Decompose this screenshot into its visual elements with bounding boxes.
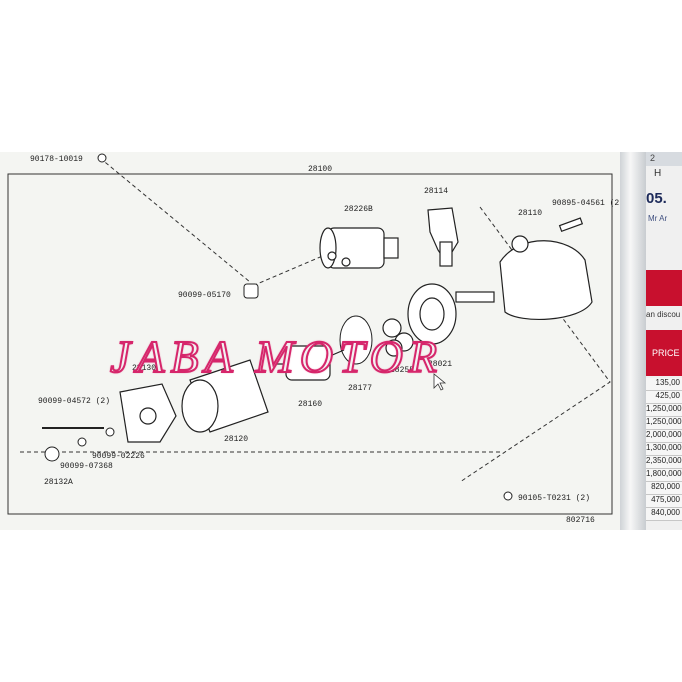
diagram-frame bbox=[7, 173, 613, 515]
figure-number: 802716 bbox=[566, 516, 595, 525]
sheet-tab[interactable]: 2 bbox=[646, 152, 682, 166]
red-band bbox=[646, 270, 682, 306]
part-label: 28021 bbox=[428, 360, 452, 369]
solenoid-part bbox=[319, 227, 399, 269]
part-label: 90105-T0231 (2) bbox=[518, 494, 590, 503]
cell-text[interactable]: Mr Ar bbox=[648, 214, 668, 223]
washer-part bbox=[105, 427, 115, 437]
screw-part bbox=[503, 491, 513, 501]
mouse-cursor-icon bbox=[433, 373, 447, 391]
price-cell[interactable]: 1,300,000 bbox=[646, 443, 682, 456]
price-cell[interactable]: 1,800,000 bbox=[646, 469, 682, 482]
price-cell[interactable]: 2,350,000 bbox=[646, 456, 682, 469]
part-label: 90099-07368 bbox=[60, 462, 113, 471]
part-label: 28130 bbox=[132, 364, 156, 373]
part-label: 90895-04561 (2) bbox=[552, 199, 624, 208]
column-header[interactable]: H bbox=[654, 168, 662, 179]
monitor: 90178-10019 28100 28114 28226B 28110 908… bbox=[0, 152, 682, 530]
price-cell[interactable]: 1,250,000 bbox=[646, 404, 682, 417]
cell-value[interactable]: 05. bbox=[646, 190, 667, 207]
price-cell[interactable]: 425,00 bbox=[646, 391, 682, 404]
assembly-label: 28100 bbox=[308, 165, 332, 174]
part-label: 28255 bbox=[390, 366, 414, 375]
jaba-motor-watermark: JABA MOTOR bbox=[109, 330, 443, 383]
nut-part bbox=[243, 283, 259, 299]
price-cell[interactable]: 135,00 bbox=[646, 378, 682, 391]
part-label: 28160 bbox=[298, 400, 322, 409]
part-label: 28132A bbox=[44, 478, 73, 487]
price-cell[interactable]: 2,000,000 bbox=[646, 430, 682, 443]
discount-label: an discou bbox=[646, 310, 681, 319]
starter-exploded-view: 90178-10019 28100 28114 28226B 28110 908… bbox=[7, 153, 624, 525]
price-header: PRICE bbox=[646, 330, 682, 376]
price-cell[interactable]: 1,250,000 bbox=[646, 417, 682, 430]
price-cell[interactable]: 840,000 bbox=[646, 508, 682, 521]
clutch-part bbox=[407, 283, 495, 345]
part-label: 90099-02226 bbox=[92, 452, 145, 461]
gears-part bbox=[382, 318, 414, 357]
price-cell[interactable]: 820,000 bbox=[646, 482, 682, 495]
spreadsheet-window: 2 H 05. Mr Ar an discou PRICE 135,00 425… bbox=[646, 152, 682, 530]
price-cell[interactable]: 475,000 bbox=[646, 495, 682, 508]
washer-part bbox=[77, 437, 87, 447]
lever-part bbox=[427, 207, 459, 267]
housing-part bbox=[499, 217, 593, 320]
cap-part bbox=[44, 446, 60, 462]
price-column: 135,00 425,00 1,250,000 1,250,000 2,000,… bbox=[646, 378, 682, 521]
leader-dashed bbox=[249, 239, 361, 288]
part-label: 28110 bbox=[518, 209, 542, 218]
part-label: 28226B bbox=[344, 205, 373, 214]
leader-dashed bbox=[99, 157, 251, 283]
part-label: 90178-10019 bbox=[30, 155, 83, 164]
part-label: 90099-04572 (2) bbox=[38, 397, 110, 406]
part-label: 90099-05170 bbox=[178, 291, 231, 300]
armature-part bbox=[272, 345, 345, 381]
part-label: 28120 bbox=[224, 435, 248, 444]
part-label: 28114 bbox=[424, 187, 448, 196]
screw-part bbox=[97, 153, 107, 163]
plate-part bbox=[339, 315, 373, 365]
monitor-bezel bbox=[620, 152, 646, 530]
parts-diagram: 90178-10019 28100 28114 28226B 28110 908… bbox=[0, 152, 642, 530]
yoke-part bbox=[181, 359, 269, 433]
part-label: 28177 bbox=[348, 384, 372, 393]
screen-photo: 90178-10019 28100 28114 28226B 28110 908… bbox=[0, 152, 682, 530]
end-frame-part bbox=[119, 383, 177, 443]
